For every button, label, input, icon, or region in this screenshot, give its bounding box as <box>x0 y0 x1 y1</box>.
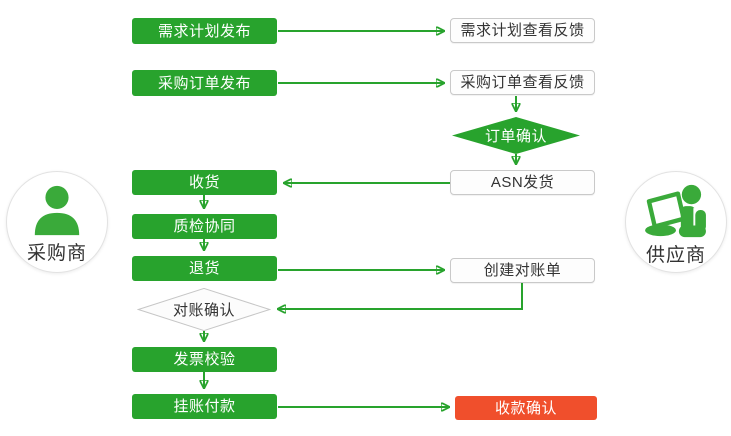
node-asn-shipping: ASN发货 <box>450 170 595 195</box>
node-label: 收货 <box>188 174 220 191</box>
node-payment-receipt-confirm: 收款确认 <box>455 396 597 420</box>
actor-buyer: 采购商 <box>6 171 108 273</box>
node-quality-inspection: 质检协同 <box>132 214 277 239</box>
node-label: 收款确认 <box>494 399 557 417</box>
node-purchase-order-publish: 采购订单发布 <box>132 70 277 96</box>
node-label: 创建对账单 <box>483 262 562 279</box>
arrow-statement-to-reconcile <box>279 283 523 309</box>
node-receive-goods: 收货 <box>132 170 277 195</box>
node-label: 采购订单查看反馈 <box>460 74 585 91</box>
actor-supplier: 供应商 <box>625 171 727 273</box>
node-demand-plan-feedback: 需求计划查看反馈 <box>450 18 595 43</box>
node-purchase-order-feedback: 采购订单查看反馈 <box>450 70 595 95</box>
person-icon <box>34 185 80 236</box>
node-label: ASN发货 <box>490 174 555 191</box>
node-demand-plan-publish: 需求计划发布 <box>132 18 277 44</box>
node-label: 需求计划查看反馈 <box>460 22 585 39</box>
node-reconciliation-confirm: 对账确认 <box>137 288 271 331</box>
node-label: 对账确认 <box>172 302 235 319</box>
node-order-confirm: 订单确认 <box>452 117 580 154</box>
node-label: 采购订单发布 <box>157 74 251 92</box>
node-invoice-verification: 发票校验 <box>132 347 277 372</box>
diamond-shape <box>452 117 580 154</box>
node-return-goods: 退货 <box>132 256 277 281</box>
node-label: 订单确认 <box>484 128 547 145</box>
person-laptop-icon <box>645 184 706 238</box>
diamond-shape <box>137 288 271 331</box>
node-book-payment: 挂账付款 <box>132 394 277 419</box>
actor-buyer-label: 采购商 <box>26 243 87 264</box>
actor-supplier-label: 供应商 <box>645 245 706 266</box>
node-label: 需求计划发布 <box>157 22 251 40</box>
node-label: 发票校验 <box>173 351 236 368</box>
node-label: 退货 <box>188 260 220 277</box>
node-create-reconciliation: 创建对账单 <box>450 258 595 283</box>
node-label: 质检协同 <box>173 218 236 235</box>
node-label: 挂账付款 <box>173 398 236 415</box>
